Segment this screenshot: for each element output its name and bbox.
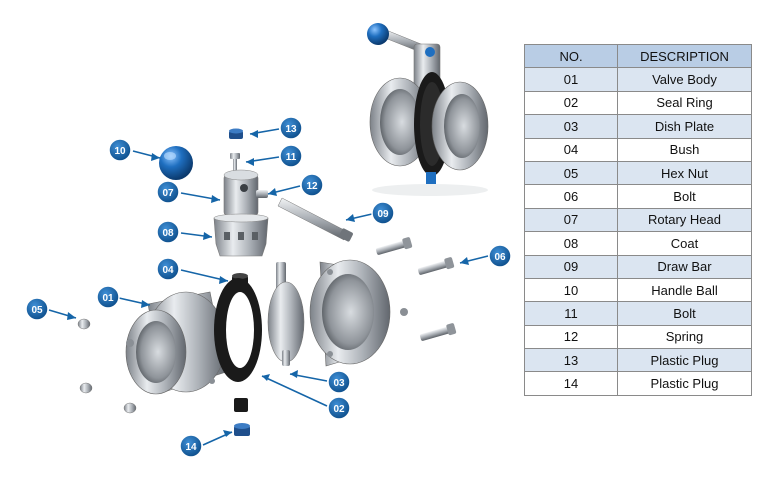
svg-text:06: 06 (494, 252, 506, 263)
leader-arrowheads (67, 130, 469, 437)
part-number: 09 (524, 254, 618, 279)
svg-text:12: 12 (306, 181, 318, 192)
part-draw-bar (277, 197, 353, 242)
svg-text:13: 13 (285, 124, 297, 135)
callout-01: 01 (96, 285, 120, 309)
part-coat (213, 213, 269, 257)
part-description: Rotary Head (617, 207, 752, 233)
part-description: Handle Ball (617, 277, 752, 303)
part-number: 12 (524, 324, 618, 350)
callout-02: 02 (327, 396, 351, 420)
part-number: 02 (524, 90, 618, 116)
svg-text:14: 14 (185, 442, 197, 453)
part-description: Coat (617, 231, 752, 256)
part-description: Draw Bar (617, 254, 752, 279)
part-description: Plastic Plug (617, 371, 752, 396)
part-description: Bolt (617, 184, 752, 209)
part-number: 13 (524, 348, 618, 373)
callout-04: 04 (156, 257, 180, 281)
part-description: Seal Ring (617, 90, 752, 116)
svg-text:01: 01 (102, 293, 114, 304)
svg-text:07: 07 (162, 188, 174, 199)
callout-11: 11 (279, 144, 303, 168)
svg-text:02: 02 (333, 404, 345, 415)
handle-ball-icon (159, 146, 193, 180)
part-plastic-plug-top (229, 128, 243, 139)
parts-table-header: NO. DESCRIPTION (524, 43, 752, 69)
part-description: Dish Plate (617, 114, 752, 139)
part-seal-ring (214, 278, 262, 382)
svg-text:08: 08 (162, 228, 174, 239)
part-hex-nuts (77, 318, 137, 414)
svg-text:04: 04 (162, 265, 174, 276)
part-description: Bush (617, 137, 752, 162)
part-description: Hex Nut (617, 160, 752, 186)
part-number: 10 (524, 277, 618, 303)
callout-13: 13 (279, 116, 303, 140)
exploded-valve-diagram: 01 02 03 04 05 06 07 08 09 10 11 12 13 1… (25, 23, 512, 458)
part-bolt-small (230, 153, 240, 171)
callout-12: 12 (300, 173, 324, 197)
part-number: 08 (524, 231, 618, 256)
callout-07: 07 (156, 180, 180, 204)
handle-ball-icon (367, 23, 389, 45)
part-rotary-head (223, 169, 268, 216)
callout-09: 09 (371, 201, 395, 225)
part-number: 07 (524, 207, 618, 233)
part-number: 14 (524, 371, 618, 396)
part-plastic-plug-bottom (234, 398, 250, 436)
part-description: Valve Body (617, 67, 752, 92)
part-number: 06 (524, 184, 618, 209)
svg-text:03: 03 (333, 378, 345, 389)
callout-10: 10 (108, 138, 132, 162)
header-description: DESCRIPTION (617, 43, 752, 69)
part-number: 11 (524, 301, 618, 326)
callout-06: 06 (488, 244, 512, 268)
part-number: 04 (524, 137, 618, 162)
callout-14: 14 (179, 434, 203, 458)
callout-05: 05 (25, 297, 49, 321)
part-bolts (375, 237, 457, 341)
callout-08: 08 (156, 220, 180, 244)
part-description: Plastic Plug (617, 348, 752, 373)
part-spring (256, 190, 268, 198)
part-number: 01 (524, 67, 618, 92)
assembled-valve-view (367, 23, 489, 196)
part-description: Bolt (617, 301, 752, 326)
part-handle-ball (159, 146, 193, 180)
callout-03: 03 (327, 370, 351, 394)
leader-lines (48, 128, 489, 446)
svg-text:10: 10 (114, 146, 126, 157)
part-number: 05 (524, 160, 618, 186)
svg-text:11: 11 (286, 152, 297, 163)
part-description: Spring (617, 324, 752, 350)
part-valve-body (125, 291, 227, 395)
svg-text:05: 05 (31, 305, 43, 316)
part-valve-body-right (309, 259, 408, 367)
svg-text:09: 09 (377, 209, 389, 220)
header-no: NO. (524, 43, 618, 69)
part-dish-plate (267, 262, 305, 366)
part-number: 03 (524, 114, 618, 139)
